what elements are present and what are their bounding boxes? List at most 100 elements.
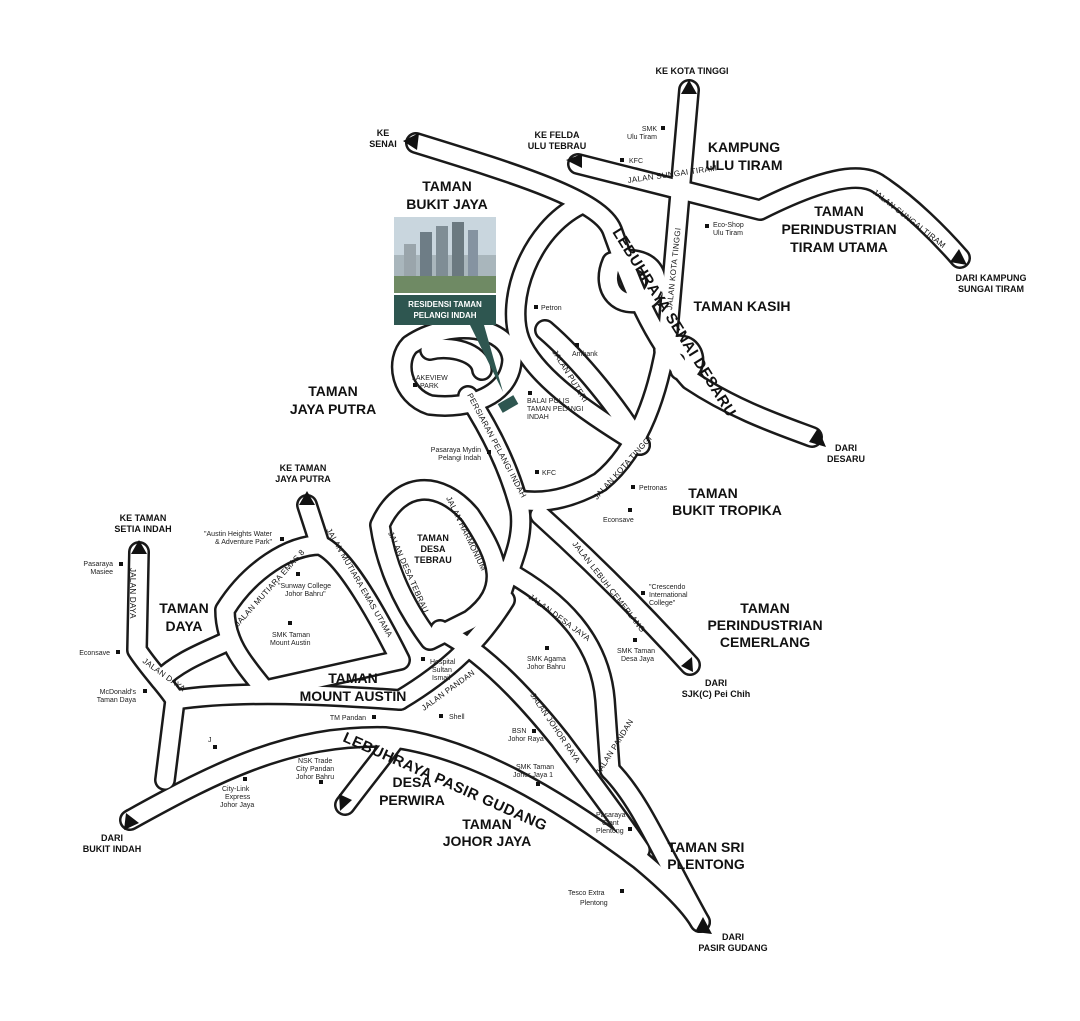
svg-text:Johor Bahru: Johor Bahru (527, 664, 565, 671)
poi-balai-polis: BALAI POLIS TAMAN PELANGI INDAH (527, 391, 583, 421)
dir-jaya-putra: KE TAMAN JAYA PUTRA (275, 463, 331, 484)
project-pointer (470, 325, 503, 392)
svg-text:CEMERLANG: CEMERLANG (720, 634, 810, 650)
svg-text:JAYA PUTRA: JAYA PUTRA (290, 401, 376, 417)
svg-text:PASIR GUDANG: PASIR GUDANG (698, 943, 767, 953)
svg-text:Pasaraya: Pasaraya (596, 812, 626, 819)
road-lake-loop (393, 320, 521, 415)
svg-text:Desa Jaya: Desa Jaya (621, 656, 654, 663)
svg-text:ULU TEBRAU: ULU TEBRAU (528, 141, 587, 151)
road-east-south (601, 761, 709, 931)
poi-smk-johor-jaya: SMK Taman Johor Jaya 1 (513, 764, 554, 786)
dir-kota-tinggi: KE KOTA TINGGI (656, 66, 729, 76)
svg-text:J: J (208, 737, 212, 744)
svg-text:SENAI: SENAI (369, 139, 397, 149)
road-lake-inner (421, 339, 491, 379)
svg-text:Econsave: Econsave (79, 650, 110, 657)
svg-text:SUNGAI TIRAM: SUNGAI TIRAM (958, 284, 1024, 294)
arrow-desaru (809, 428, 826, 447)
project-label-1: RESIDENSI TAMAN (408, 300, 482, 309)
poi-smk-mount-austin: SMK Taman Mount Austin (270, 621, 311, 647)
svg-text:PLENTONG: PLENTONG (667, 856, 745, 872)
road-loop-east (599, 251, 665, 312)
poi-econsave-1: Econsave (603, 508, 634, 524)
svg-text:BALAI POLIS: BALAI POLIS (527, 398, 570, 405)
dir-desaru: DARI DESARU (827, 443, 865, 464)
svg-text:JOHOR JAYA: JOHOR JAYA (443, 833, 531, 849)
svg-text:TAMAN PELANGI: TAMAN PELANGI (527, 406, 583, 413)
svg-text:Tesco Extra: Tesco Extra (568, 890, 605, 897)
area-cemerlang: TAMAN PERINDUSTRIAN CEMERLANG (707, 600, 822, 650)
road-pandan (391, 591, 514, 709)
svg-text:BSN: BSN (512, 728, 526, 735)
svg-text:DARI: DARI (101, 833, 123, 843)
svg-text:INDAH: INDAH (527, 414, 549, 421)
arrow-sungai-tiram (950, 249, 967, 265)
svg-text:"Austin Heights Water: "Austin Heights Water (204, 531, 273, 538)
svg-text:BUKIT TROPIKA: BUKIT TROPIKA (672, 502, 782, 518)
svg-text:TAMAN: TAMAN (417, 533, 449, 543)
dir-setia-indah: KE TAMAN SETIA INDAH (114, 513, 171, 534)
svg-text:DESA: DESA (420, 544, 446, 554)
area-daya: TAMAN DAYA (159, 600, 209, 634)
svg-text:Johor Raya: Johor Raya (508, 736, 544, 743)
poi-citylink: City-Link Express Johor Jaya (220, 777, 254, 809)
road-desa-jaya (496, 561, 619, 779)
area-bukit-tropika: TAMAN BUKIT TROPIKA (672, 485, 782, 518)
arrow-senai (403, 133, 419, 150)
svg-text:Pasaraya: Pasaraya (83, 561, 113, 568)
svg-text:Ismail: Ismail (432, 675, 451, 682)
svg-text:Johor Bahru: Johor Bahru (296, 774, 334, 781)
poi-crescendo: "Crescendo International College" (641, 584, 688, 607)
dir-sjk: DARI SJK(C) Pei Chih (682, 678, 751, 699)
svg-text:Hospital: Hospital (430, 659, 456, 666)
dir-pasir-gudang: DARI PASIR GUDANG (698, 932, 767, 953)
svg-text:TEBRAU: TEBRAU (414, 555, 452, 565)
svg-text:Petron: Petron (541, 305, 562, 312)
svg-text:TAMAN: TAMAN (328, 670, 378, 686)
road-sungai-tiram (569, 155, 969, 267)
poi-masiee: Pasaraya Masiee (83, 561, 123, 576)
label-pelangi-indah: PERSIARAN PELANGI INDAH (465, 392, 528, 500)
svg-text:PERINDUSTRIAN: PERINDUSTRIAN (707, 617, 822, 633)
arrow-pasir-gudang (695, 917, 712, 934)
svg-text:KE TAMAN: KE TAMAN (120, 513, 167, 523)
svg-text:Sultan: Sultan (432, 667, 452, 674)
svg-text:Ambank: Ambank (572, 351, 598, 358)
project-marker[interactable]: RESIDENSI TAMAN PELANGI INDAH (394, 217, 519, 413)
svg-text:College": College" (649, 600, 676, 607)
svg-text:JAYA PUTRA: JAYA PUTRA (275, 474, 331, 484)
poi-giant: Pasaraya Giant Plentong (596, 812, 632, 835)
road-pasir-gudang (121, 728, 709, 931)
svg-text:Giant: Giant (602, 820, 619, 827)
svg-text:SMK Taman: SMK Taman (272, 632, 310, 639)
svg-text:TM Pandan: TM Pandan (330, 715, 366, 722)
road-kota-tinggi-south (509, 321, 677, 510)
poi-kfc-2: KFC (535, 470, 556, 477)
area-desa-perwira: DESA PERWIRA (379, 774, 445, 808)
svg-text:PERINDUSTRIAN: PERINDUSTRIAN (781, 221, 896, 237)
svg-text:BUKIT JAYA: BUKIT JAYA (406, 196, 487, 212)
svg-text:Petronas: Petronas (639, 485, 668, 492)
svg-text:Pelangi Indah: Pelangi Indah (438, 455, 481, 462)
svg-text:BUKIT INDAH: BUKIT INDAH (83, 844, 142, 854)
road-mutiara-loop (216, 536, 409, 699)
area-desa-tebrau: TAMAN DESA TEBRAU (414, 533, 452, 565)
road-lebuh-cemerlang (531, 506, 699, 674)
area-kampung-ulu-tiram: KAMPUNG ULU TIRAM (706, 139, 783, 173)
svg-text:& Adventure Park": & Adventure Park" (215, 539, 272, 546)
svg-text:TAMAN: TAMAN (740, 600, 790, 616)
svg-text:Johor Bahru": Johor Bahru" (285, 591, 326, 598)
area-sri-plentong: TAMAN SRI PLENTONG (667, 839, 745, 872)
poi-tesco: Tesco Extra Plentong (568, 889, 624, 907)
svg-text:SMK Taman: SMK Taman (617, 648, 655, 655)
poi-sunway: "Sunway College Johor Bahru" (278, 572, 331, 598)
poi-smk-agama: SMK Agama Johor Bahru (527, 646, 566, 671)
road-network (119, 79, 971, 933)
arrow-jaya-putra (299, 491, 315, 505)
poi-ambank: Ambank (572, 343, 598, 358)
road-inner-link (166, 685, 409, 709)
svg-text:Express: Express (225, 794, 251, 801)
svg-text:ULU TIRAM: ULU TIRAM (706, 157, 783, 173)
